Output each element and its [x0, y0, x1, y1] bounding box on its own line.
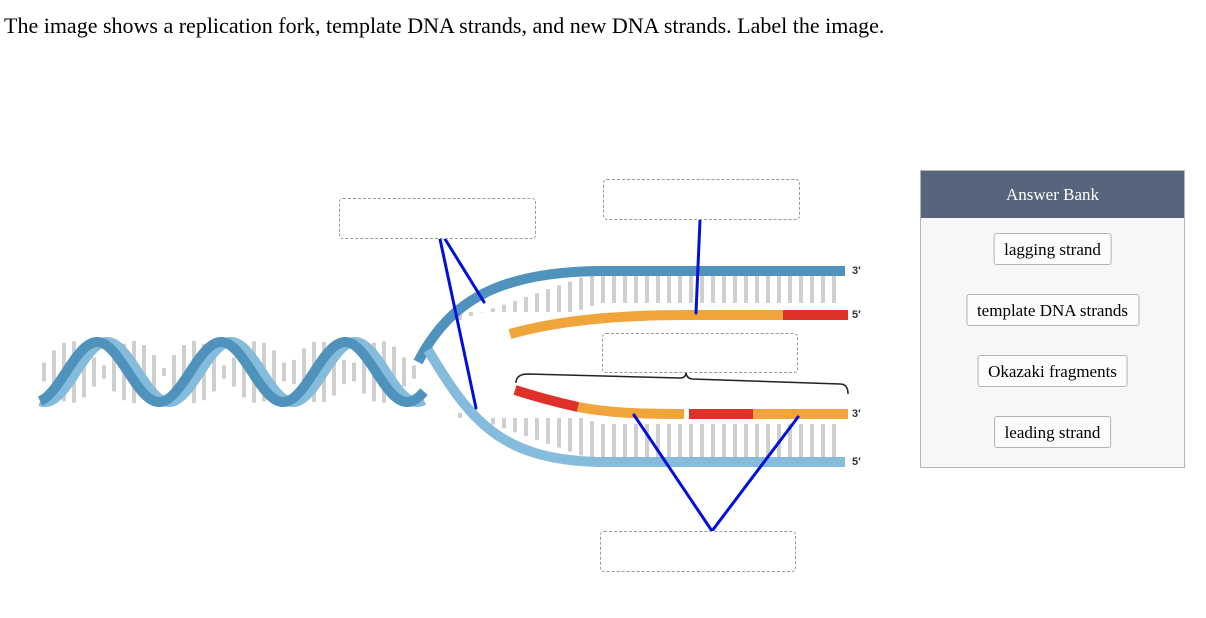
lagging-primer-1 — [513, 385, 580, 412]
answer-lagging-strand[interactable]: lagging strand — [993, 233, 1112, 265]
dropzone-template-strands[interactable] — [339, 198, 536, 239]
lagging-brace — [515, 371, 849, 395]
replication-fork-diagram — [37, 218, 849, 533]
top-new-end-label: 5′ — [852, 309, 861, 321]
top-template-strand — [413, 266, 845, 365]
answer-okazaki-fragments[interactable]: Okazaki fragments — [977, 355, 1128, 387]
question-text: The image shows a replication fork, temp… — [4, 13, 885, 38]
pointer-lines — [438, 218, 800, 533]
bottom-new-end-label: 3′ — [852, 408, 861, 420]
answer-leading-strand[interactable]: leading strand — [993, 416, 1112, 448]
bottom-template-end-label: 5′ — [852, 456, 861, 468]
answer-bank: Answer Bank lagging strand template DNA … — [920, 170, 1185, 468]
top-template-end-label: 3′ — [852, 265, 861, 277]
dropzone-leading-strand[interactable] — [603, 179, 800, 220]
leading-strand — [508, 310, 785, 339]
dropzone-okazaki-fragments[interactable] — [600, 531, 796, 572]
bottom-template-strand — [423, 347, 845, 467]
okazaki-fragment-1 — [577, 402, 685, 419]
dropzone-lagging-strand[interactable] — [602, 333, 798, 373]
fork-base-pairs — [458, 271, 836, 462]
answer-template-dna-strands[interactable]: template DNA strands — [965, 294, 1140, 326]
helix-strand-dark — [37, 337, 428, 407]
answer-bank-title: Answer Bank — [921, 171, 1184, 218]
